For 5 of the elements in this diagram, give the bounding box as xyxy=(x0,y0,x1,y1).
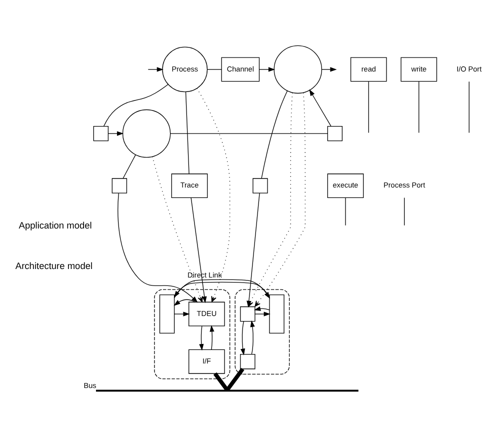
label: Application model xyxy=(18,220,92,231)
node-text: I/O Port xyxy=(456,64,482,74)
label: Architecture model xyxy=(15,260,93,271)
node-text: Process Port xyxy=(384,180,426,190)
node-label: Bus xyxy=(84,380,96,390)
